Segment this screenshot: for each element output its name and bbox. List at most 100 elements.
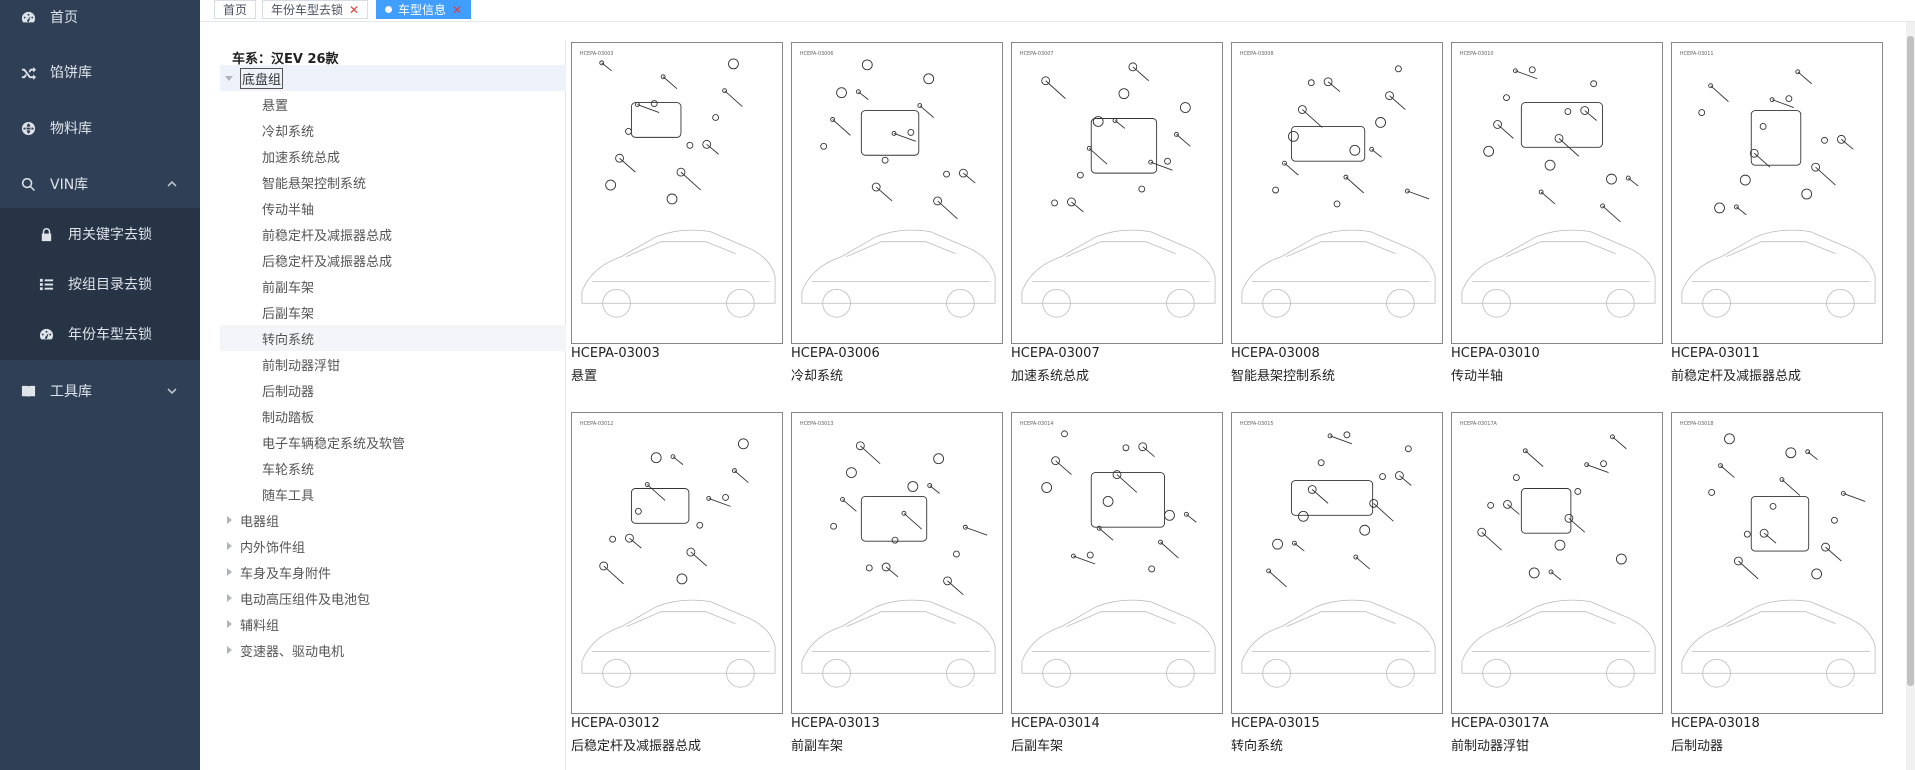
part-diagram-image[interactable]: HCEPA-03018 xyxy=(1671,412,1883,714)
sidebar-item-label: 物料库 xyxy=(50,121,92,137)
tree-node-child[interactable]: 后制动器 xyxy=(220,377,566,403)
sidebar-item-year-model-unlock[interactable]: 年份车型去锁 xyxy=(0,310,200,358)
tree-node-label: 前制动器浮钳 xyxy=(262,358,341,374)
tab-label: 车型信息 xyxy=(398,3,447,17)
shuffle-icon xyxy=(20,64,36,80)
part-code: HCEPA-03017A xyxy=(1451,716,1549,731)
vertical-scrollbar[interactable] xyxy=(1906,22,1915,770)
tree-node-child[interactable]: 制动踏板 xyxy=(220,403,566,429)
tree-node-label: 车轮系统 xyxy=(262,462,315,478)
diagram-code-label: HCEPA-03010 xyxy=(1460,51,1494,57)
sidebar-item-tool-library[interactable]: 工具库 xyxy=(0,367,200,415)
tree-node-collapsed[interactable]: 辅料组 xyxy=(220,611,566,637)
sidebar-item-pie-library[interactable]: 馅饼库 xyxy=(0,48,200,96)
lock-icon xyxy=(38,226,54,242)
tree-node-child[interactable]: 后稳定杆及减振器总成 xyxy=(220,247,566,273)
tree-node-collapsed[interactable]: 车身及车身附件 xyxy=(220,559,566,585)
part-name: 加速系统总成 xyxy=(1011,369,1090,384)
diagram-code-label: HCEPA-03013 xyxy=(800,421,834,427)
tree-node-collapsed[interactable]: 电器组 xyxy=(220,507,566,533)
part-name: 后制动器 xyxy=(1671,739,1724,754)
tree-node-child[interactable]: 前副车架 xyxy=(220,273,566,299)
tab-model-info[interactable]: 车型信息 ✕ xyxy=(376,0,472,19)
part-diagram-image[interactable]: HCEPA-03006 xyxy=(791,42,1003,344)
sidebar-item-label: VIN库 xyxy=(50,177,89,193)
sidebar-item-keyword-unlock[interactable]: 用关键字去锁 xyxy=(0,210,200,258)
part-code: HCEPA-03013 xyxy=(791,716,880,731)
chevron-up-icon xyxy=(166,178,178,190)
close-icon[interactable]: ✕ xyxy=(349,2,360,17)
tree-node-label: 内外饰件组 xyxy=(240,540,306,556)
tree-node-label: 辅料组 xyxy=(240,618,280,634)
tree-node-collapsed[interactable]: 变速器、驱动电机 xyxy=(220,637,566,663)
tree-node-root[interactable]: 底盘组 xyxy=(220,65,566,91)
sidebar-item-label: 首页 xyxy=(50,10,78,26)
tree-node-child[interactable]: 冷却系统 xyxy=(220,117,566,143)
caret-right-icon xyxy=(224,542,234,550)
part-code: HCEPA-03012 xyxy=(571,716,660,731)
tree-node-child[interactable]: 前制动器浮钳 xyxy=(220,351,566,377)
sidebar-item-material-library[interactable]: 物料库 xyxy=(0,104,200,152)
tree-node-child[interactable]: 转向系统 xyxy=(220,325,566,351)
caret-right-icon xyxy=(224,646,234,654)
part-diagram-image[interactable]: HCEPA-03007 xyxy=(1011,42,1223,344)
diagram-code-label: HCEPA-03011 xyxy=(1680,51,1714,57)
tab-year-model-unlock[interactable]: 年份车型去锁 ✕ xyxy=(262,0,369,19)
tree-node-child[interactable]: 随车工具 xyxy=(220,481,566,507)
part-diagram-image[interactable]: HCEPA-03017A xyxy=(1451,412,1663,714)
tree-node-child[interactable]: 电子车辆稳定系统及软管 xyxy=(220,429,566,455)
part-code: HCEPA-03007 xyxy=(1011,346,1100,361)
part-diagram-image[interactable]: HCEPA-03014 xyxy=(1011,412,1223,714)
part-diagram-image[interactable]: HCEPA-03013 xyxy=(791,412,1003,714)
diagram-code-label: HCEPA-03014 xyxy=(1020,421,1054,427)
part-code: HCEPA-03003 xyxy=(571,346,660,361)
tree-node-label: 后副车架 xyxy=(262,306,315,322)
tree-node-child[interactable]: 传动半轴 xyxy=(220,195,566,221)
part-card[interactable]: HCEPA-03017A HCEPA-03017A 前制动器浮钳 xyxy=(1446,410,1666,770)
tree-node-child[interactable]: 智能悬架控制系统 xyxy=(220,169,566,195)
scrollbar-thumb[interactable] xyxy=(1907,36,1914,686)
dashboard-icon xyxy=(20,9,36,25)
sidebar-subitem-label: 按组目录去锁 xyxy=(68,277,152,293)
part-diagram-image[interactable]: HCEPA-03012 xyxy=(571,412,783,714)
part-name: 冷却系统 xyxy=(791,369,844,384)
part-diagram-image[interactable]: HCEPA-03011 xyxy=(1671,42,1883,344)
tab-home[interactable]: 首页 xyxy=(214,0,257,19)
tree-node-child[interactable]: 后副车架 xyxy=(220,299,566,325)
tree-node-label: 车身及车身附件 xyxy=(240,566,332,582)
part-diagram-image[interactable]: HCEPA-03010 xyxy=(1451,42,1663,344)
tree-node-collapsed[interactable]: 内外饰件组 xyxy=(220,533,566,559)
tree-node-child[interactable]: 悬置 xyxy=(220,91,566,117)
part-name: 前稳定杆及减振器总成 xyxy=(1671,369,1802,384)
part-name: 后稳定杆及减振器总成 xyxy=(571,739,702,754)
part-diagram-image[interactable]: HCEPA-03015 xyxy=(1231,412,1443,714)
part-name: 前制动器浮钳 xyxy=(1451,739,1530,754)
tree-node-label: 后稳定杆及减振器总成 xyxy=(262,254,393,270)
sidebar-item-home[interactable]: 首页 xyxy=(0,0,200,41)
chevron-down-icon xyxy=(166,385,178,397)
sidebar-item-group-unlock[interactable]: 按组目录去锁 xyxy=(0,260,200,308)
part-diagram-image[interactable]: HCEPA-03003 xyxy=(571,42,783,344)
part-name: 后副车架 xyxy=(1011,739,1064,754)
part-diagram-image[interactable]: HCEPA-03008 xyxy=(1231,42,1443,344)
tree-node-child[interactable]: 前稳定杆及减振器总成 xyxy=(220,221,566,247)
close-icon[interactable]: ✕ xyxy=(452,2,463,17)
sidebar-item-vin-library[interactable]: VIN库 xyxy=(0,160,200,208)
tree-node-child[interactable]: 车轮系统 xyxy=(220,455,566,481)
category-tree: 车系：汉EV 26款 底盘组悬置冷却系统加速系统总成智能悬架控制系统传动半轴前稳… xyxy=(220,40,566,770)
tree-node-child[interactable]: 加速系统总成 xyxy=(220,143,566,169)
tree-node-collapsed[interactable]: 电动高压组件及电池包 xyxy=(220,585,566,611)
caret-right-icon xyxy=(224,568,234,576)
